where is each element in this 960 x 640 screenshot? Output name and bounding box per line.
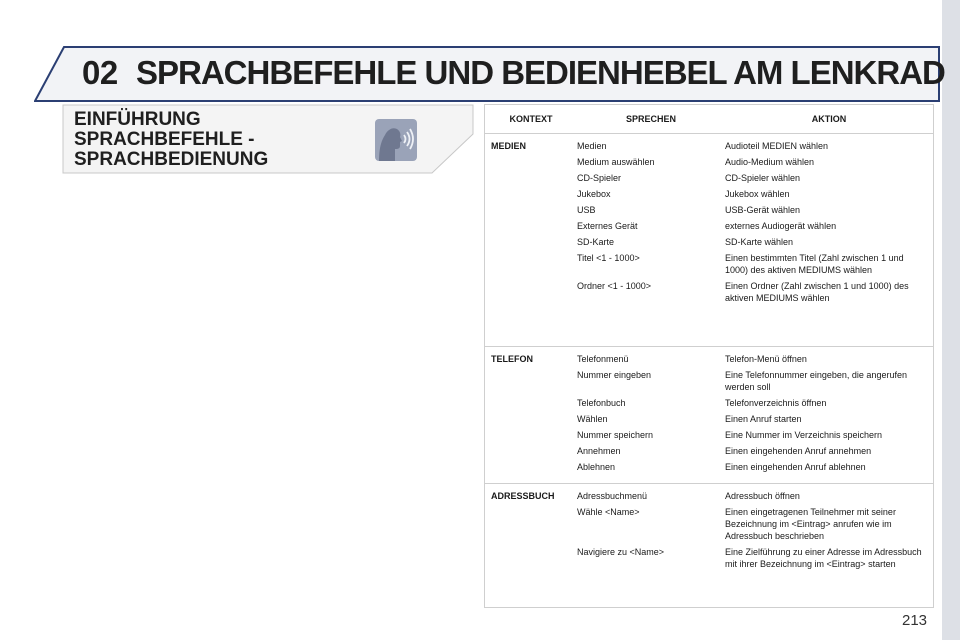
table-row: Wähle <Name> Einen eingetragenen Teilneh…: [485, 504, 933, 544]
chapter-header: 02 SPRACHBEFEHLE UND BEDIENHEBEL AM LENK…: [34, 46, 946, 102]
column-header-kontext: KONTEXT: [485, 105, 577, 134]
say-cell: Titel <1 - 1000>: [577, 253, 640, 263]
action-cell: Einen Ordner (Zahl zwischen 1 und 1000) …: [725, 281, 909, 303]
table-row: Annehmen Einen eingehenden Anruf annehme…: [485, 443, 933, 459]
chapter-number: 02: [82, 54, 118, 91]
context-cell: ADRESSBUCH: [485, 483, 577, 504]
table-row: Wählen Einen Anruf starten: [485, 411, 933, 427]
table-row: ADRESSBUCH Adressbuchmenü Adressbuch öff…: [485, 483, 933, 504]
table-row: MEDIEN Medien Audioteil MEDIEN wählen: [485, 134, 933, 155]
say-cell: Medien: [577, 141, 607, 151]
say-cell: Navigiere zu <Name>: [577, 547, 665, 557]
say-cell: Wähle <Name>: [577, 507, 640, 517]
action-cell: Einen eingehenden Anruf ablehnen: [725, 462, 866, 472]
header-banner-shape: [34, 46, 940, 102]
action-cell: Telefon-Menü öffnen: [725, 346, 933, 367]
say-cell: Adressbuchmenü: [577, 483, 725, 504]
say-cell: Ordner <1 - 1000>: [577, 281, 652, 291]
chapter-title: SPRACHBEFEHLE UND BEDIENHEBEL AM LENKRAD: [136, 54, 946, 91]
say-cell: Nummer speichern: [577, 430, 654, 440]
action-cell: Telefonverzeichnis öffnen: [725, 398, 827, 408]
table-row: Ablehnen Einen eingehenden Anruf ablehne…: [485, 459, 933, 484]
say-cell: USB: [577, 205, 596, 215]
table-row: Titel <1 - 1000> Einen bestimmten Titel …: [485, 250, 933, 278]
say-cell: Ablehnen: [577, 462, 616, 472]
table-row: SD-Karte SD-Karte wählen: [485, 234, 933, 250]
say-cell: Nummer eingeben: [577, 370, 652, 380]
action-cell: Einen eingetragenen Teilnehmer mit seine…: [725, 507, 896, 541]
action-cell: SD-Karte wählen: [725, 237, 794, 247]
table-row: Nummer speichern Eine Nummer im Verzeich…: [485, 427, 933, 443]
say-cell: Telefonbuch: [577, 398, 626, 408]
page-number: 213: [902, 612, 928, 629]
intro-title: EINFÜHRUNG SPRACHBEFEHLE - SPRACHBEDIENU…: [74, 110, 268, 170]
action-cell: Einen bestimmten Titel (Zahl zwischen 1 …: [725, 253, 904, 275]
table-row: Ordner <1 - 1000> Einen Ordner (Zahl zwi…: [485, 278, 933, 347]
column-header-aktion: AKTION: [725, 105, 933, 134]
intro-box: EINFÜHRUNG SPRACHBEFEHLE - SPRACHBEDIENU…: [62, 104, 474, 174]
voice-command-icon: [375, 119, 417, 161]
action-cell: Eine Zielführung zu einer Adresse im Adr…: [725, 547, 922, 569]
action-cell: CD-Spieler wählen: [725, 173, 801, 183]
action-cell: Audioteil MEDIEN wählen: [725, 141, 829, 151]
say-cell: Annehmen: [577, 446, 621, 456]
table-row: CD-Spieler CD-Spieler wählen: [485, 170, 933, 186]
table-row: USB USB-Gerät wählen: [485, 202, 933, 218]
intro-title-line-1: EINFÜHRUNG: [74, 109, 201, 130]
intro-box-shape: [62, 104, 474, 174]
table-row: Externes Gerät externes Audiogerät wähle…: [485, 218, 933, 234]
action-cell: externes Audiogerät wählen: [725, 221, 837, 231]
page-edge-stripe: [942, 0, 960, 640]
say-cell: Externes Gerät: [577, 221, 638, 231]
action-cell: Eine Nummer im Verzeichnis speichern: [725, 430, 883, 440]
context-cell: TELEFON: [485, 346, 577, 367]
action-cell: Jukebox wählen: [725, 189, 790, 199]
action-cell: Eine Telefonnummer eingeben, die angeruf…: [725, 370, 907, 392]
table-row: Jukebox Jukebox wählen: [485, 186, 933, 202]
table-row: Nummer eingeben Eine Telefonnummer einge…: [485, 367, 933, 395]
table-row: TELEFON Telefonmenü Telefon-Menü öffnen: [485, 346, 933, 367]
command-table: KONTEXT SPRECHEN AKTION MEDIEN Medien Au…: [484, 104, 934, 608]
say-cell: Medium auswählen: [577, 157, 655, 167]
action-cell: Adressbuch öffnen: [725, 483, 933, 504]
action-cell: USB-Gerät wählen: [725, 205, 801, 215]
say-cell: Wählen: [577, 414, 608, 424]
table-row: Medium auswählen Audio-Medium wählen: [485, 154, 933, 170]
table-row: Navigiere zu <Name> Eine Zielführung zu …: [485, 544, 933, 572]
intro-title-line-2: SPRACHBEFEHLE -: [74, 129, 255, 150]
action-cell: Audio-Medium wählen: [725, 157, 815, 167]
column-header-sprechen: SPRECHEN: [577, 105, 725, 134]
table-header-row: KONTEXT SPRECHEN AKTION: [485, 105, 933, 134]
say-cell: CD-Spieler: [577, 173, 622, 183]
say-cell: SD-Karte: [577, 237, 615, 247]
table-row: Telefonbuch Telefonverzeichnis öffnen: [485, 395, 933, 411]
action-cell: Einen eingehenden Anruf annehmen: [725, 446, 872, 456]
say-cell: Jukebox: [577, 189, 611, 199]
action-cell: Einen Anruf starten: [725, 414, 802, 424]
say-cell: Telefonmenü: [577, 346, 725, 367]
intro-title-line-3: SPRACHBEDIENUNG: [74, 149, 269, 170]
context-cell: MEDIEN: [491, 141, 527, 151]
